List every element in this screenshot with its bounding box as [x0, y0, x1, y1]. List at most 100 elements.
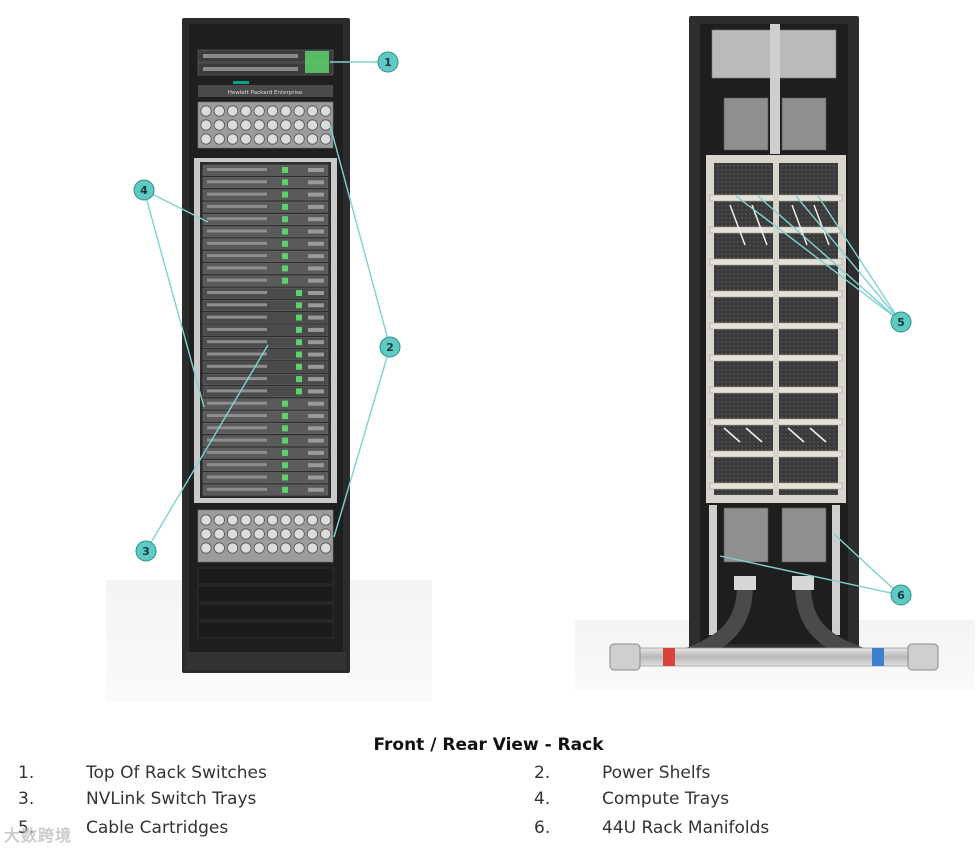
fan-icon: [213, 528, 225, 540]
callout-1: 1: [377, 51, 399, 73]
outlet-blue-band: [872, 648, 884, 666]
fan-icon: [320, 133, 332, 145]
rack-diagram: Hewlett Packard Enterprise: [106, 16, 975, 702]
callout-5: 5: [890, 311, 912, 333]
tray-led: [296, 326, 302, 333]
callout-4: 4: [133, 179, 155, 201]
fan-icon: [253, 528, 265, 540]
fan-icon: [293, 105, 305, 117]
fan-icon: [227, 119, 239, 131]
fan-icon: [280, 514, 292, 526]
watermark-logo: 大数跨境: [4, 826, 73, 845]
rear-rack: [575, 16, 975, 690]
fan-icon: [240, 542, 252, 554]
fan-icon: [227, 542, 239, 554]
legend-number: 5.: [18, 818, 35, 838]
fan-icon: [213, 133, 225, 145]
legend-label: Top Of Rack Switches: [86, 763, 267, 783]
fan-icon: [213, 542, 225, 554]
fan-icon: [200, 542, 212, 554]
fan-icon: [200, 119, 212, 131]
fan-icon: [253, 119, 265, 131]
figure-caption: Front / Rear View - Rack: [373, 735, 604, 755]
fan-icon: [320, 542, 332, 554]
leader-lines: [143, 61, 901, 596]
fan-icon: [240, 528, 252, 540]
legend-number: 3.: [18, 789, 35, 809]
inlet-red-band: [663, 648, 675, 666]
svg-text:6: 6: [897, 589, 905, 602]
tray-led: [296, 302, 302, 309]
tray-led: [282, 253, 288, 260]
tray-led: [282, 425, 288, 432]
tray-led: [282, 462, 288, 469]
fan-icon: [240, 514, 252, 526]
tray-led: [296, 363, 302, 370]
legend-number: 1.: [18, 763, 35, 783]
fan-icon: [227, 528, 239, 540]
legend-label: Compute Trays: [602, 789, 730, 809]
callout-3: 3: [135, 540, 157, 562]
fan-icon: [253, 105, 265, 117]
tray-led: [296, 339, 302, 346]
fan-icon: [200, 105, 212, 117]
fan-icon: [200, 528, 212, 540]
fan-icon: [293, 133, 305, 145]
fan-icon: [240, 119, 252, 131]
callout-6: 6: [890, 584, 912, 606]
fan-icon: [227, 514, 239, 526]
fan-icon: [240, 133, 252, 145]
tray-led: [282, 474, 288, 481]
tray-led: [282, 413, 288, 419]
fan-icon: [253, 542, 265, 554]
front-rack: Hewlett Packard Enterprise: [106, 18, 432, 702]
fan-icon: [306, 119, 318, 131]
top-of-rack-switches: [197, 49, 334, 76]
fan-icon: [266, 133, 279, 145]
fan-icon: [320, 119, 332, 131]
tray-led: [282, 216, 288, 223]
legend-number: 4.: [534, 789, 551, 809]
fan-icon: [280, 119, 292, 131]
tray-led: [296, 376, 302, 383]
fan-icon: [227, 105, 239, 117]
tray-led: [282, 167, 288, 173]
fan-icon: [293, 528, 305, 540]
fan-icon: [280, 133, 292, 145]
fan-icon: [266, 528, 279, 540]
tray-led: [282, 179, 288, 186]
fan-icon: [200, 514, 212, 526]
legend-label: Power Shelfs: [602, 763, 711, 783]
tray-led: [282, 191, 288, 198]
fan-icon: [280, 528, 292, 540]
fan-icon: [280, 542, 292, 554]
fan-icon: [293, 514, 305, 526]
fan-icon: [306, 528, 318, 540]
svg-text:4: 4: [140, 184, 148, 197]
fan-icon: [266, 119, 279, 131]
fan-icon: [306, 133, 318, 145]
tray-led: [282, 437, 288, 444]
fan-icon: [266, 542, 279, 554]
tray-led: [282, 228, 288, 235]
fan-icon: [227, 133, 239, 145]
fan-icon: [200, 133, 212, 145]
fan-icon: [280, 105, 292, 117]
svg-text:3: 3: [142, 545, 150, 558]
fan-icon: [320, 528, 332, 540]
svg-text:2: 2: [386, 341, 394, 354]
tray-bay: [194, 158, 337, 503]
fan-icon: [293, 119, 305, 131]
fan-icon: [306, 514, 318, 526]
fan-icon: [266, 514, 279, 526]
callout-2: 2: [379, 336, 401, 358]
switch-led-green: [305, 51, 329, 73]
legend-label: 44U Rack Manifolds: [602, 818, 770, 838]
tray-led: [296, 388, 302, 395]
tray-led: [296, 351, 302, 358]
svg-text:5: 5: [897, 316, 905, 329]
legend-number: 2.: [534, 763, 551, 783]
power-shelf-top: [197, 101, 334, 149]
tray-led: [282, 400, 288, 407]
power-shelf-bottom: [197, 509, 334, 563]
